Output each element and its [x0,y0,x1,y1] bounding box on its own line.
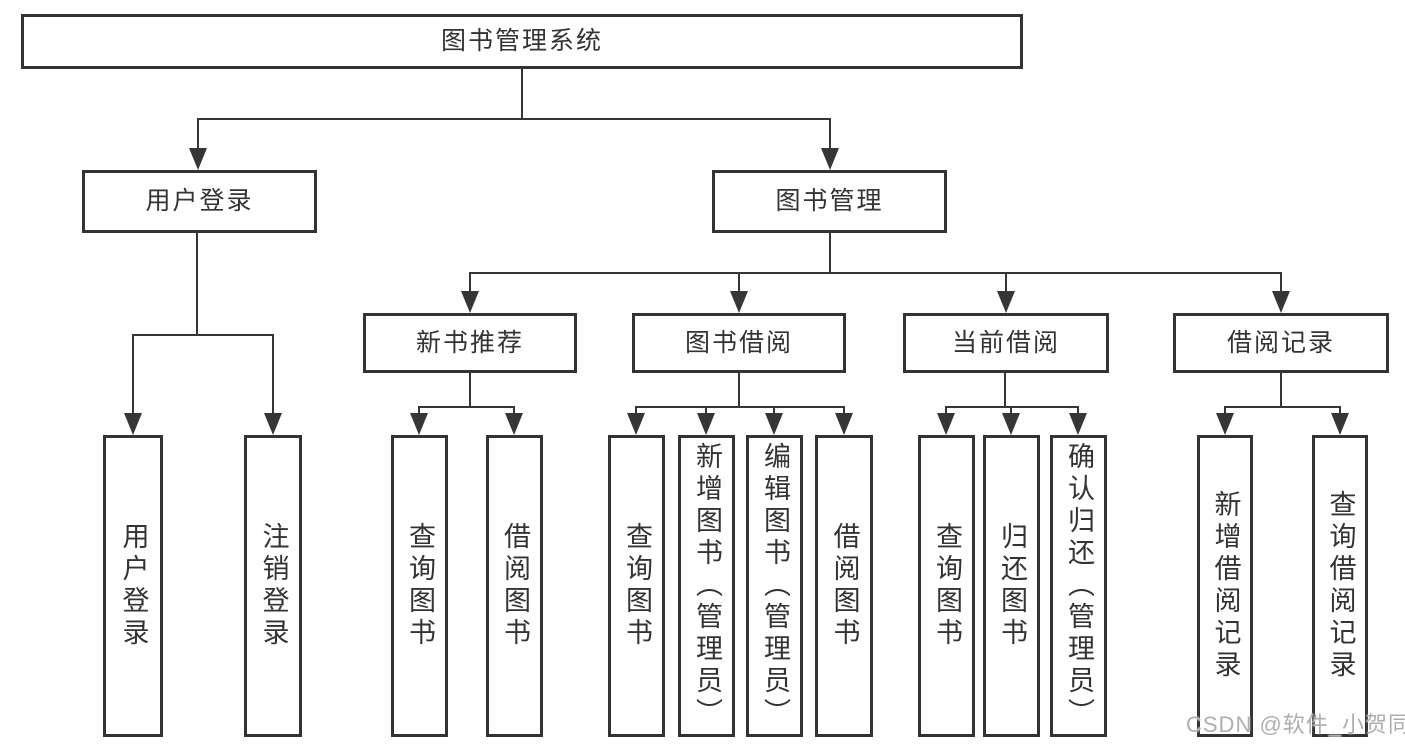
node-label: 当前借阅 [951,328,1060,357]
connector-line [132,334,274,336]
leaf-edit-books-admin: 编辑图书（管理员） [746,435,803,737]
node-label: 用户登录 [118,522,149,650]
arrow-down-icon [264,413,282,435]
arrow-down-icon [627,413,645,435]
connector-line [1005,273,1007,293]
connector-line [1280,373,1282,407]
node-label: 用户登录 [145,187,254,215]
node-user-login-branch: 用户登录 [82,170,317,233]
connector-line [418,407,420,416]
node-borrow-records: 借阅记录 [1173,313,1389,373]
connector-line [469,273,471,293]
arrow-down-icon [697,413,715,435]
leaf-query-books-borrow: 查询图书 [608,435,665,737]
node-label: 新增图书（管理员） [692,442,722,730]
node-library-management-system: 图书管理系统 [21,14,1023,69]
connector-line [1010,407,1012,416]
node-label: 查询借阅记录 [1325,490,1356,682]
leaf-borrow-books-recommend: 借阅图书 [486,435,543,737]
connector-line [635,406,845,408]
arrow-down-icon [1216,413,1234,435]
arrow-down-icon [997,291,1015,313]
leaf-add-books-admin: 新增图书（管理员） [678,435,735,737]
node-label: 借阅图书 [500,522,530,650]
connector-line [1224,406,1341,408]
csdn-watermark: CSDN @软件_小贺同学 [1186,712,1405,737]
connector-line [197,119,199,151]
arrow-down-icon [461,291,479,313]
connector-line [197,118,831,120]
connector-line [829,233,831,273]
leaf-query-books-recommend: 查询图书 [391,435,448,737]
node-label: 图书管理系统 [440,27,603,55]
leaf-query-borrow-record: 查询借阅记录 [1312,435,1368,737]
connector-line [1280,273,1282,293]
arrow-down-icon [1331,413,1349,435]
connector-line [132,335,134,416]
node-label: 归还图书 [997,522,1027,650]
connector-line [945,406,1079,408]
arrow-down-icon [1002,413,1020,435]
arrow-down-icon [1272,291,1290,313]
node-book-borrow: 图书借阅 [632,313,846,373]
connector-line [418,406,515,408]
connector-line [829,119,831,151]
leaf-user-login: 用户登录 [103,435,163,737]
leaf-borrow-books: 借阅图书 [815,435,873,737]
node-label: 编辑图书（管理员） [760,442,790,730]
connector-line [705,407,707,416]
node-label: 借阅图书 [829,522,860,650]
leaf-add-borrow-record: 新增借阅记录 [1197,435,1253,737]
node-label: 图书借阅 [684,328,793,357]
arrow-down-icon [835,413,853,435]
arrow-down-icon [1069,413,1087,435]
leaf-logout: 注销登录 [244,435,302,737]
node-label: 查询图书 [932,522,962,650]
node-label: 借阅记录 [1226,328,1335,357]
arrow-down-icon [730,291,748,313]
node-current-borrow: 当前借阅 [903,313,1109,373]
connector-line [945,407,947,416]
node-book-management: 图书管理 [712,170,947,233]
leaf-return-books: 归还图书 [983,435,1040,737]
arrow-down-icon [937,413,955,435]
leaf-confirm-return-admin: 确认归还（管理员） [1050,435,1107,737]
connector-line [738,273,740,293]
connector-line [469,272,1282,274]
connector-line [1224,407,1226,416]
arrow-down-icon [765,413,783,435]
connector-line [513,407,515,416]
connector-line [272,335,274,416]
arrow-down-icon [189,148,207,170]
arrow-down-icon [124,413,142,435]
node-label: 查询图书 [405,522,435,650]
connector-line [1339,407,1341,416]
connector-line [469,373,471,407]
arrow-down-icon [821,148,839,170]
node-label: 查询图书 [622,522,652,650]
node-new-book-recommend: 新书推荐 [363,313,577,373]
leaf-query-books-current: 查询图书 [918,435,975,737]
arrow-down-icon [410,413,428,435]
arrow-down-icon [505,413,523,435]
connector-line [843,407,845,416]
connector-line [1004,373,1006,407]
node-label: 注销登录 [258,522,289,650]
node-label: 新书推荐 [415,328,524,357]
node-label: 确认归还（管理员） [1064,442,1094,730]
connector-line [738,373,740,407]
connector-line [521,69,523,119]
connector-line [196,233,198,335]
connector-line [773,407,775,416]
connector-line [635,407,637,416]
node-label: 图书管理 [775,187,884,215]
node-label: 新增借阅记录 [1210,490,1241,682]
connector-line [1077,407,1079,416]
